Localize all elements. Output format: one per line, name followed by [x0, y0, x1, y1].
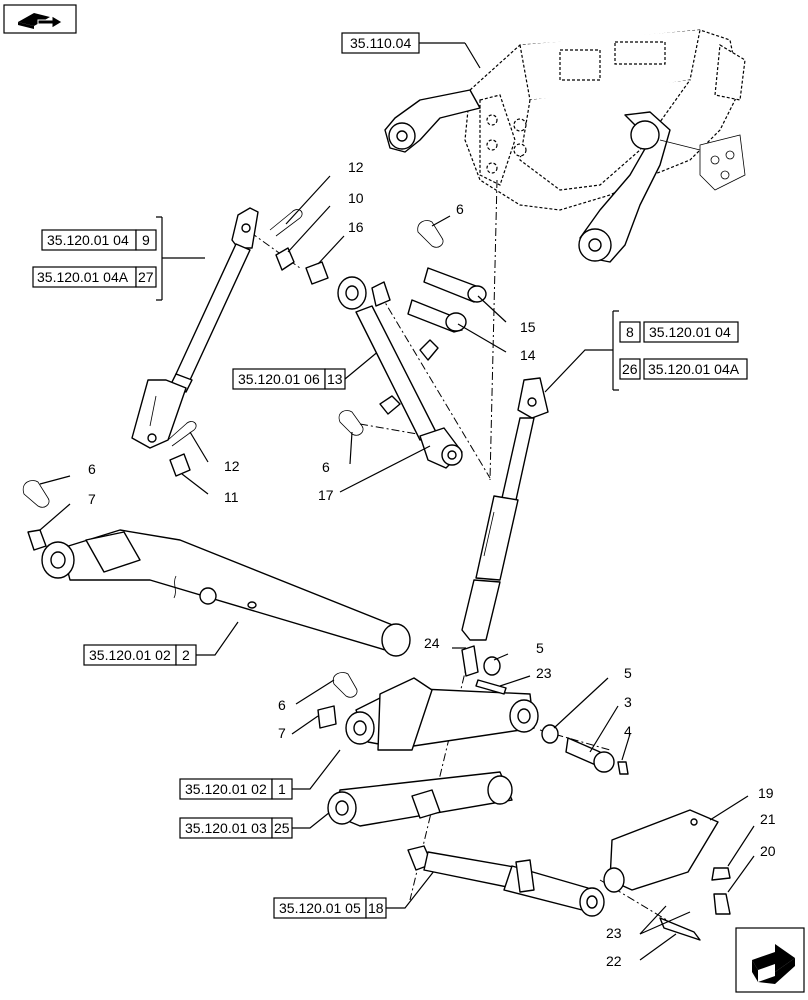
callout-3: 3 [624, 694, 632, 710]
ref-num-13: 13 [327, 371, 343, 387]
callout-24: 24 [424, 635, 440, 651]
pins-top [338, 220, 487, 436]
right-lift-rod [461, 377, 549, 641]
stabilizer [407, 845, 605, 917]
ref-35-120-01-04-right[interactable]: 35.120.01 04 [649, 324, 731, 340]
callout-5-top: 5 [536, 640, 544, 656]
ref-num-2: 2 [182, 647, 190, 663]
ref-num-8: 8 [626, 324, 634, 340]
ref-35-120-01-06[interactable]: 35.120.01 06 [238, 371, 320, 387]
ref-35-120-01-04-left[interactable]: 35.120.01 04 [47, 232, 129, 248]
callout-numbers: 12 10 16 6 15 14 12 11 6 17 6 7 24 5 23 … [88, 159, 776, 969]
callout-20: 20 [760, 843, 776, 859]
top-link [337, 276, 463, 469]
next-page-arrow-icon[interactable] [735, 927, 805, 993]
callout-6-left: 6 [88, 461, 96, 477]
ref-35-110-04[interactable]: 35.110.04 [350, 35, 411, 51]
bottom-lower-link [327, 771, 513, 827]
reference-labels: 35.110.04 35.120.01 04 9 35.120.01 04A 2… [32, 32, 748, 919]
callout-22: 22 [606, 953, 622, 969]
ref-35-120-01-05[interactable]: 35.120.01 05 [279, 900, 361, 916]
callout-17: 17 [318, 487, 334, 503]
callout-5-right: 5 [624, 665, 632, 681]
callout-6-mid: 6 [322, 459, 330, 475]
ref-35-120-01-02-lower[interactable]: 35.120.01 02 [185, 781, 267, 797]
callout-leaders [39, 175, 755, 961]
pins-and-clips-left [167, 209, 329, 477]
ref-num-27: 27 [138, 269, 154, 285]
callout-12-bottom: 12 [224, 458, 240, 474]
small-hardware [461, 645, 629, 775]
callout-7-left: 7 [88, 491, 96, 507]
callout-10: 10 [348, 190, 364, 206]
ref-num-9: 9 [142, 232, 150, 248]
callout-12-top: 12 [348, 159, 364, 175]
center-lower-link [317, 672, 539, 751]
callout-6-top: 6 [456, 201, 464, 217]
left-lift-rod [131, 207, 259, 449]
callout-15: 15 [520, 319, 536, 335]
callout-19: 19 [758, 785, 774, 801]
callout-4: 4 [624, 723, 632, 739]
ref-35-120-01-04a-right[interactable]: 35.120.01 04A [648, 361, 740, 377]
bracket [603, 809, 731, 941]
callout-6-center: 6 [278, 697, 286, 713]
callout-23-bottom: 23 [606, 925, 622, 941]
left-lower-link [22, 480, 411, 657]
book-arrow-icon[interactable] [3, 4, 77, 34]
ref-num-1: 1 [278, 781, 286, 797]
callout-21: 21 [760, 811, 776, 827]
ref-35-120-01-02-upper[interactable]: 35.120.01 02 [89, 647, 171, 663]
callout-11: 11 [224, 489, 239, 505]
callout-14: 14 [520, 347, 536, 363]
callout-7-center: 7 [278, 725, 286, 741]
callout-23-top: 23 [536, 665, 552, 681]
ref-num-26: 26 [622, 361, 638, 377]
ref-35-120-01-04a-left[interactable]: 35.120.01 04A [37, 269, 129, 285]
ref-35-120-01-03[interactable]: 35.120.01 03 [185, 820, 267, 836]
rear-axle-housing [384, 29, 746, 263]
ref-num-25: 25 [274, 820, 290, 836]
ref-num-18: 18 [368, 900, 384, 916]
callout-16: 16 [348, 219, 364, 235]
